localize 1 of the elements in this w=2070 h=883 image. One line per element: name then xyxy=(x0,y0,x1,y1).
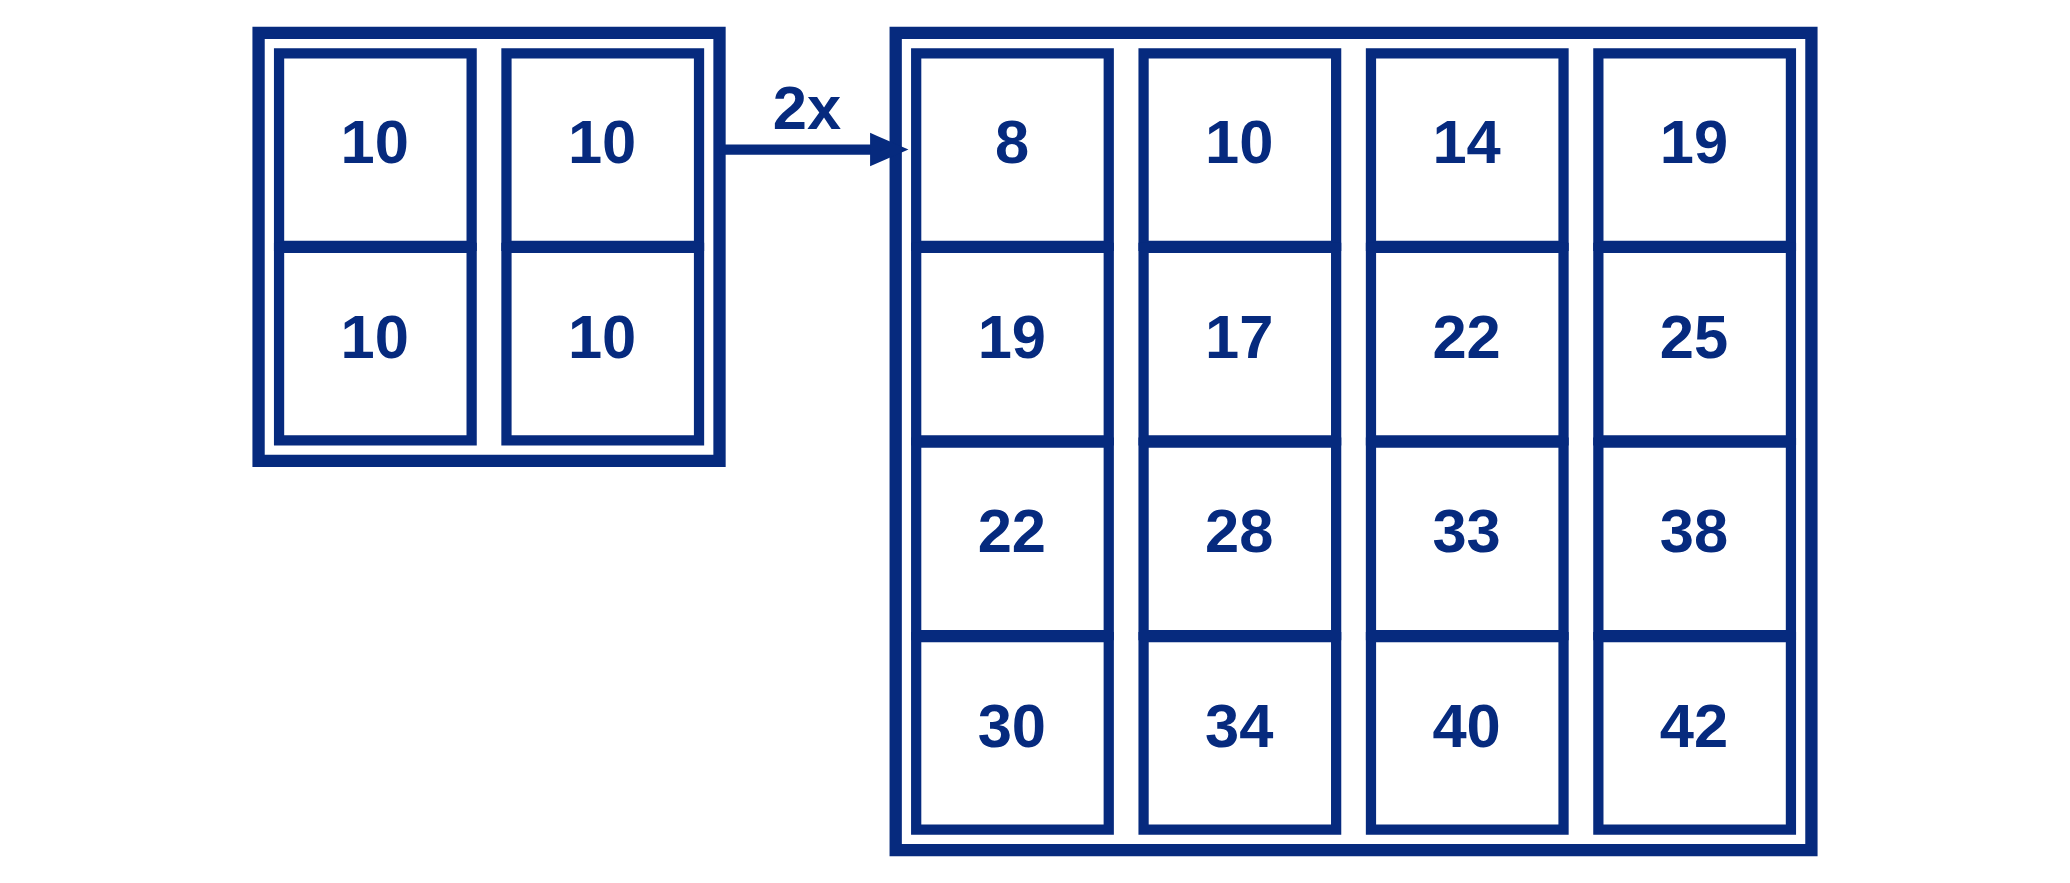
edge-label: 2x xyxy=(772,73,842,143)
